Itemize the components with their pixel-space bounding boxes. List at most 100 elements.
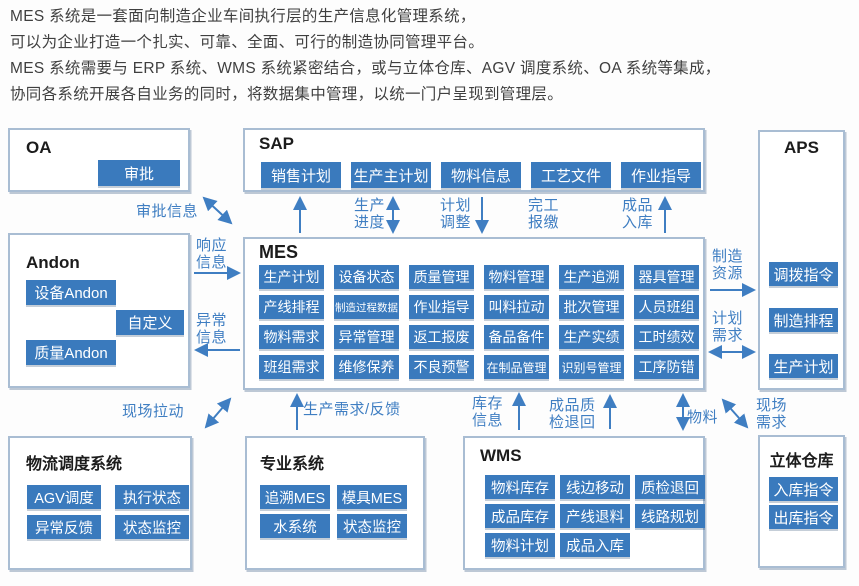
logistics-title: 物流调度系统 xyxy=(26,456,123,473)
module-chip: 物料信息 xyxy=(441,162,521,188)
module-chip: 制造过程数据 xyxy=(334,295,399,319)
module-chip: 质检退回 xyxy=(635,475,705,499)
arrow-site-pull xyxy=(204,397,232,429)
module-chip: 物料库存 xyxy=(485,475,555,499)
label-site-pull: 现场拉动 xyxy=(122,403,185,420)
module-chip: 工时绩效 xyxy=(634,325,699,349)
label-abnormal-info: 异常信息 xyxy=(196,312,228,346)
module-chip: 状态监控 xyxy=(337,514,407,538)
module-chip: 生产追溯 xyxy=(559,265,624,289)
specialized-box: 专业系统 追溯MES 模具MES 水系统状态监控 xyxy=(245,436,425,570)
sap-title: SAP xyxy=(259,134,294,153)
module-chip: 工艺文件 xyxy=(531,162,611,188)
specialized-modules: 追溯MES 模具MES 水系统状态监控 xyxy=(260,485,407,538)
logistics-box: 物流调度系统 AGV调度执行状态异常反馈状态监控 xyxy=(8,436,192,570)
label-plan-adjust: 计划调整 xyxy=(440,197,472,231)
module-chip: 生产主计划 xyxy=(351,162,431,188)
label-plan-demand: 计划需求 xyxy=(712,310,744,344)
module-chip: 作业指导 xyxy=(409,295,474,319)
module-chip: 状态监控 xyxy=(115,515,189,539)
module-chip: 水系统 xyxy=(260,514,330,538)
module-chip: 备品备件 xyxy=(484,325,549,349)
specialized-title: 专业系统 xyxy=(260,456,325,473)
module-chip: AGV调度 xyxy=(27,485,101,509)
module-chip: 异常管理 xyxy=(334,325,399,349)
intro-text: MES 系统是一套面向制造企业车间执行层的生产信息化管理系统， 可以为企业打造一… xyxy=(10,4,721,108)
module-chip: 生产实绩 xyxy=(559,325,624,349)
module-chip: 异常反馈 xyxy=(27,515,101,539)
label-production-progress: 生产进度 xyxy=(354,197,386,231)
module-chip: 线路规划 xyxy=(635,504,705,528)
wms-title: WMS xyxy=(480,446,522,465)
label-quality-return: 成品质检退回 xyxy=(549,397,596,431)
label-prod-feedback: 生产需求/反馈 xyxy=(303,401,401,418)
module-chip: 执行状态 xyxy=(115,485,189,509)
warehouse-modules: 入库指令出库指令 xyxy=(769,477,838,529)
oa-title: OA xyxy=(26,138,52,157)
intro-line: MES 系统需要与 ERP 系统、WMS 系统紧密结合，或与立体仓库、AGV 调… xyxy=(10,60,721,77)
logistics-modules: AGV调度执行状态异常反馈状态监控 xyxy=(27,485,189,539)
module-chip: 批次管理 xyxy=(559,295,624,319)
label-response-info: 响应信息 xyxy=(196,237,228,271)
aps-modules: 调拨指令制造排程生产计划 xyxy=(769,262,838,378)
module-chip: 在制品管理 xyxy=(484,355,549,379)
label-completion-report: 完工报缴 xyxy=(528,197,560,231)
module-chip: 模具MES xyxy=(337,485,407,509)
warehouse-title: 立体仓库 xyxy=(769,453,834,470)
module-chip-equipment-andon: 设备Andon xyxy=(26,280,116,305)
module-chip: 工序防错 xyxy=(634,355,699,379)
module-chip: 成品入库 xyxy=(560,533,630,557)
module-chip: 人员班组 xyxy=(634,295,699,319)
sap-modules: 销售计划生产主计划物料信息工艺文件作业指导 xyxy=(261,162,701,188)
module-chip: 线边移动 xyxy=(560,475,630,499)
oa-box: OA 审批 xyxy=(8,128,190,192)
label-mfg-resource: 制造资源 xyxy=(712,248,744,282)
intro-line: MES 系统是一套面向制造企业车间执行层的生产信息化管理系统， xyxy=(10,8,476,25)
module-chip: 叫料拉动 xyxy=(484,295,549,319)
module-chip: 班组需求 xyxy=(259,355,324,379)
module-chip: 识别号管理 xyxy=(559,355,624,379)
module-chip: 追溯MES xyxy=(260,485,330,509)
wms-modules: 物料库存线边移动质检退回成品库存产线退料线路规划物料计划成品入库 xyxy=(485,475,705,557)
module-chip: 作业指导 xyxy=(621,162,701,188)
module-chip: 物料计划 xyxy=(485,533,555,557)
intro-line: 可以为企业打造一个扎实、可靠、全面、可行的制造协同管理平台。 xyxy=(10,34,485,51)
label-material: 物料 xyxy=(687,409,719,426)
label-inventory-info: 库存信息 xyxy=(472,395,504,429)
module-chip: 调拨指令 xyxy=(769,262,838,286)
andon-title: Andon xyxy=(26,253,80,272)
module-chip: 产线排程 xyxy=(259,295,324,319)
sap-box: SAP 销售计划生产主计划物料信息工艺文件作业指导 xyxy=(243,128,705,192)
intro-line: 协同各系统开展各自业务的同时，将数据集中管理，以统一门户呈现到管理层。 xyxy=(10,86,564,103)
warehouse-box: 立体仓库 入库指令出库指令 xyxy=(758,435,845,568)
wms-box: WMS 物料库存线边移动质检退回成品库存产线退料线路规划物料计划成品入库 xyxy=(463,436,705,570)
module-chip: 器具管理 xyxy=(634,265,699,289)
label-approval-info: 审批信息 xyxy=(136,203,199,220)
module-chip: 物料管理 xyxy=(484,265,549,289)
label-site-demand: 现场需求 xyxy=(756,397,788,431)
module-chip: 维修保养 xyxy=(334,355,399,379)
arrow-approval xyxy=(202,196,233,225)
module-chip: 生产计划 xyxy=(259,265,324,289)
module-chip: 入库指令 xyxy=(769,477,838,501)
mes-modules: 生产计划设备状态质量管理物料管理生产追溯器具管理产线排程制造过程数据作业指导叫料… xyxy=(259,265,699,379)
module-chip: 设备状态 xyxy=(334,265,399,289)
label-finished-storage: 成品入库 xyxy=(622,197,654,231)
module-chip-approval: 审批 xyxy=(98,160,180,186)
module-chip: 制造排程 xyxy=(769,308,838,332)
module-chip: 质量管理 xyxy=(409,265,474,289)
module-chip: 不良预警 xyxy=(409,355,474,379)
mes-title: MES xyxy=(259,242,299,262)
module-chip: 销售计划 xyxy=(261,162,341,188)
aps-title: APS xyxy=(784,138,819,157)
module-chip: 成品库存 xyxy=(485,504,555,528)
module-chip: 出库指令 xyxy=(769,505,838,529)
aps-box: APS 调拨指令制造排程生产计划 xyxy=(758,130,845,390)
module-chip: 返工报废 xyxy=(409,325,474,349)
module-chip-quality-andon: 质量Andon xyxy=(26,340,116,365)
arrow-site-demand xyxy=(721,398,749,429)
module-chip-custom: 自定义 xyxy=(116,310,184,335)
mes-box: MES 生产计划设备状态质量管理物料管理生产追溯器具管理产线排程制造过程数据作业… xyxy=(243,237,705,390)
andon-box: Andon 设备Andon 自定义 质量Andon xyxy=(8,233,190,388)
module-chip: 生产计划 xyxy=(769,354,838,378)
